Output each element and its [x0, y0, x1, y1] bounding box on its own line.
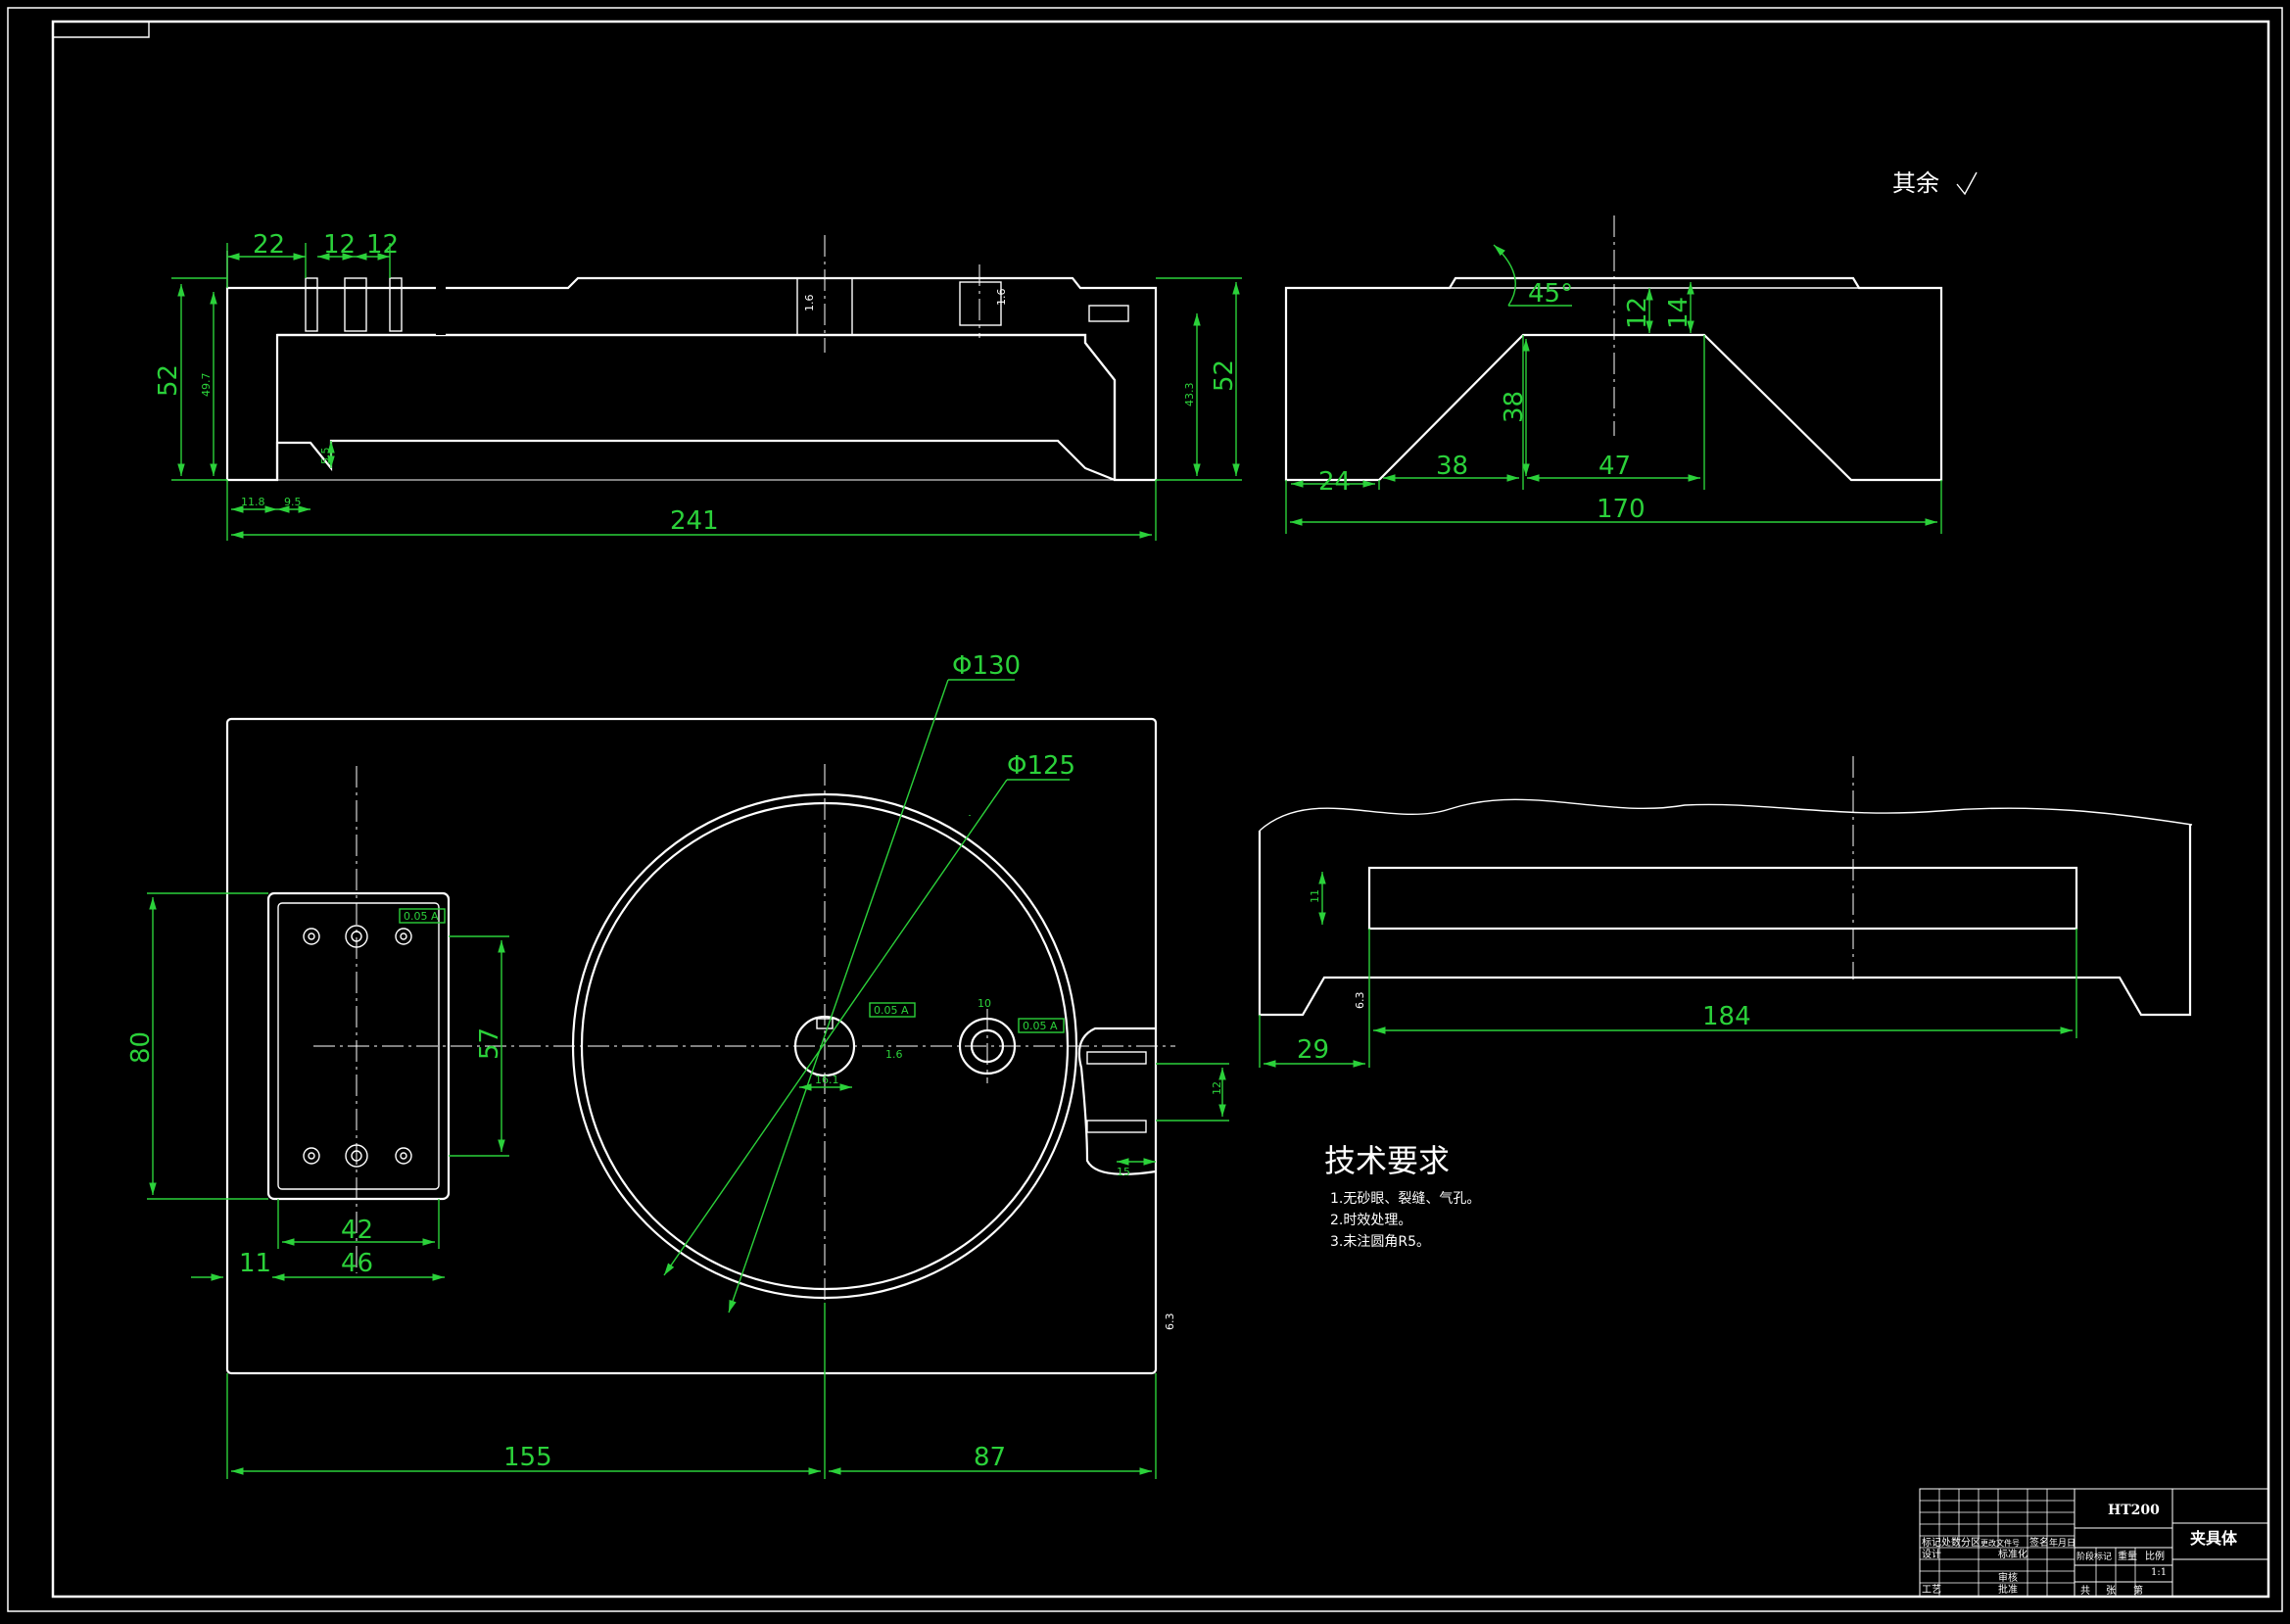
check-roughness-icon: [1956, 171, 1978, 196]
tb-sign: 签名: [2029, 1536, 2049, 1549]
tb-ratio: 比例: [2145, 1550, 2165, 1562]
scale-label: 1:1: [2151, 1567, 2167, 1578]
tech-req-item-1: 1.无砂眼、裂缝、气孔。: [1330, 1191, 1480, 1207]
dim-12-slot: 12: [1211, 1081, 1223, 1095]
bolt-holes: [303, 925, 412, 1168]
tb-no: 第: [2133, 1584, 2143, 1597]
dim-52-left: 52: [154, 364, 183, 397]
dim-12b: 12: [366, 230, 399, 260]
dim-16-1: 16.1: [815, 1074, 839, 1086]
partial-section-view: 184 29 11 6.3: [1258, 756, 2193, 1068]
tb-design: 设计: [1922, 1548, 1941, 1560]
tol-frame-2: 0.05 A: [874, 1004, 909, 1017]
technical-requirements: 技术要求 1.无砂眼、裂缝、气孔。 2.时效处理。 3.未注圆角R5。: [1324, 1142, 1480, 1250]
material-label: HT200: [2108, 1503, 2160, 1518]
tb-weight: 重量: [2118, 1550, 2137, 1562]
tb-standard: 标准化: [1998, 1548, 2028, 1560]
dim-80: 80: [126, 1031, 156, 1064]
dim-38w: 38: [1436, 452, 1468, 481]
dim-12: 12: [1623, 297, 1652, 329]
dim-49-7: 49.7: [200, 373, 213, 398]
surface-note-text: 其余: [1892, 169, 1939, 197]
plan-view: Φ130 Φ125 80 57 42 46 11 155 87 0.05 A: [126, 651, 1229, 1479]
tech-req-title: 技术要求: [1324, 1142, 1450, 1179]
tb-count: 处数: [1941, 1536, 1961, 1549]
dim-14: 14: [1664, 297, 1694, 329]
dim-1-6: 1.6: [885, 1048, 903, 1061]
dim-45deg: 45°: [1528, 279, 1573, 309]
dim-184: 184: [1702, 1002, 1751, 1031]
roughness-1-6b: 1.6: [995, 289, 1008, 307]
dim-170: 170: [1597, 495, 1646, 524]
tech-req-item-3: 3.未注圆角R5。: [1330, 1234, 1430, 1250]
tb-sheet: 张: [2106, 1585, 2116, 1597]
dim-15: 15: [1117, 1166, 1130, 1178]
dim-57: 57: [475, 1027, 504, 1060]
dim-155: 155: [503, 1443, 552, 1472]
dim-dia130: Φ130: [952, 651, 1021, 681]
dim-46: 46: [341, 1249, 373, 1278]
tb-review: 审核: [1998, 1571, 2018, 1584]
roughness-6-3: 6.3: [1164, 1314, 1176, 1331]
tb-mark: 标记: [1922, 1537, 1941, 1549]
dim-9-5: 9.5: [284, 496, 302, 508]
dim-241: 241: [670, 506, 719, 536]
dim-42: 42: [341, 1216, 373, 1245]
dim-dia125: Φ125: [1007, 751, 1075, 781]
tb-date: 年月日: [2049, 1537, 2075, 1549]
dim-11-8: 11.8: [241, 496, 265, 508]
tol-frame-3: 0.05 A: [1023, 1020, 1058, 1032]
dim-38h: 38: [1500, 391, 1529, 423]
dim-12a: 12: [323, 230, 356, 260]
dim-47: 47: [1598, 452, 1631, 481]
dim-87: 87: [974, 1443, 1006, 1472]
surface-roughness-note: 其余: [1892, 169, 1978, 197]
front-section-view: 22 12 12 52 49.7 52 43.3 241 11.8 9.5 5.…: [154, 230, 1242, 541]
dim-22: 22: [253, 230, 285, 260]
dim-52-right: 52: [1210, 359, 1239, 392]
tb-approve: 批准: [1998, 1583, 2018, 1596]
tb-stage: 阶段标记: [2076, 1551, 2112, 1562]
part-name-label: 夹具体: [2190, 1529, 2238, 1548]
side-view: 24 38 47 170 38 12 14 45°: [1284, 215, 1943, 534]
tol-frame-1: 0.05 A: [404, 910, 439, 923]
tb-craft: 工艺: [1922, 1584, 1941, 1596]
roughness-6-3-sec: 6.3: [1354, 992, 1366, 1010]
roughness-1-6: 1.6: [803, 295, 816, 312]
dim-43-3: 43.3: [1183, 383, 1196, 407]
dim-10: 10: [978, 997, 991, 1010]
dim-11: 11: [239, 1249, 271, 1278]
tb-total: 共: [2080, 1585, 2090, 1597]
dim-24: 24: [1318, 467, 1351, 497]
tb-docno: 更改文件号: [1980, 1538, 2020, 1548]
tech-req-item-2: 2.时效处理。: [1330, 1213, 1411, 1228]
dim-29: 29: [1297, 1035, 1329, 1065]
sheet-frame: [7, 7, 2283, 1612]
title-block: HT200 夹具体 1:1 标记 处数 分区 更改文件号 签名 年月日 设计 标…: [1919, 1488, 2269, 1598]
dim-11-sec: 11: [1309, 889, 1321, 903]
tb-zone: 分区: [1961, 1537, 1980, 1549]
dim-5-5: 5.5: [319, 448, 332, 465]
